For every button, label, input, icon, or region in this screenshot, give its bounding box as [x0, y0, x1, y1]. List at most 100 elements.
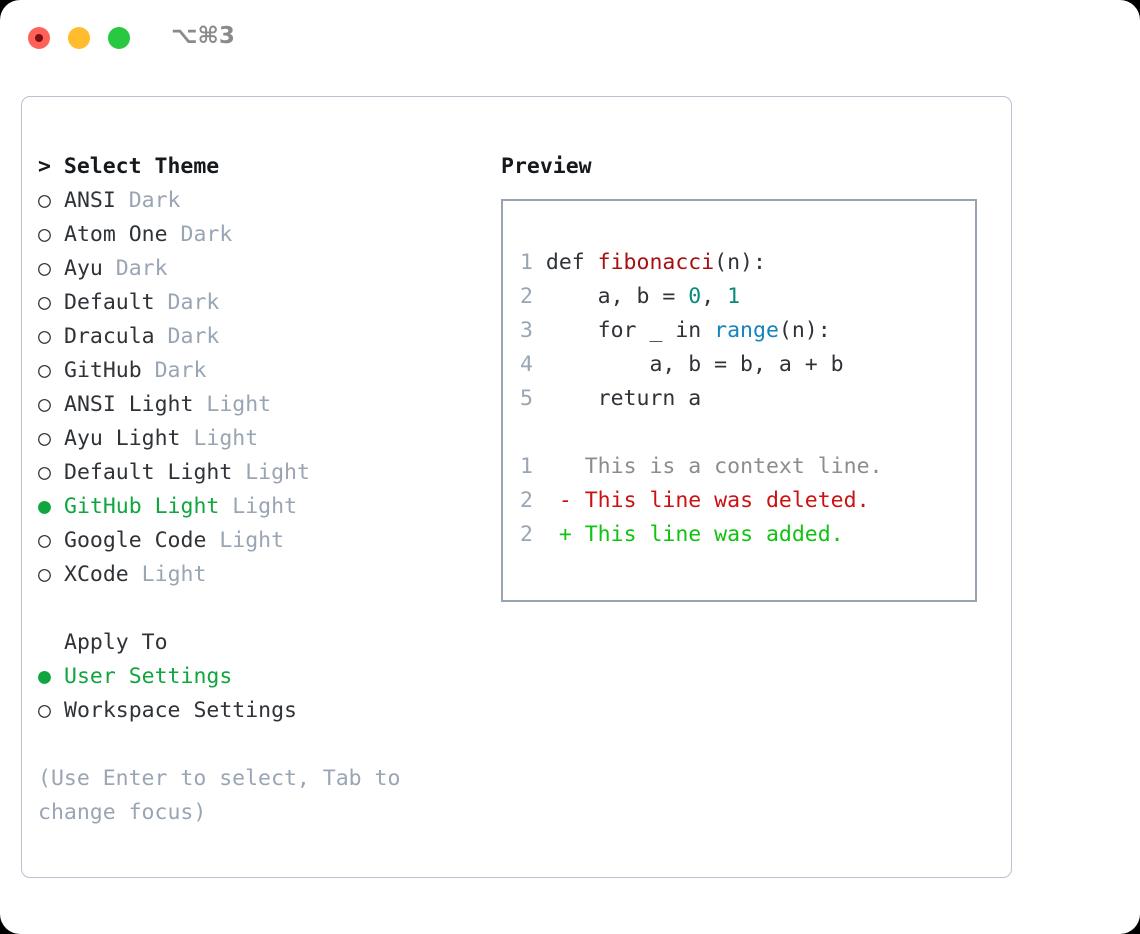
theme-category: Dark — [102, 256, 168, 281]
radio-unselected-icon[interactable]: ○ — [38, 460, 51, 485]
code-token: 1 — [727, 284, 741, 309]
theme-list-item[interactable]: ○ANSI Dark — [38, 184, 478, 218]
spacer-2 — [38, 728, 478, 762]
theme-list-item[interactable]: ○ Google Code Light — [38, 524, 478, 558]
maximize-window-button[interactable] — [108, 27, 130, 49]
diff-marker — [559, 454, 572, 479]
diff-line: 2 - This line was deleted. — [520, 484, 882, 518]
line-number: 2 — [520, 488, 559, 513]
code-line: 2 a, b = 0, 1 — [520, 280, 882, 314]
theme-list-item[interactable]: ○ Default Dark — [38, 286, 478, 320]
radio-unselected-icon[interactable]: ○ — [38, 358, 51, 383]
code-line: 5 return a — [520, 382, 882, 416]
theme-category: Dark — [154, 324, 220, 349]
code-token: for _ in — [545, 318, 715, 343]
code-token: return a — [545, 386, 702, 411]
code-token: (n): — [714, 250, 766, 275]
minimize-window-button[interactable] — [68, 27, 90, 49]
radio-unselected-icon[interactable]: ○ — [38, 188, 51, 213]
theme-name: Google Code — [64, 528, 207, 553]
spacer — [38, 592, 478, 626]
diff-line: 2 + This line was added. — [520, 518, 882, 552]
code-line: 1 def fibonacci(n): — [520, 246, 882, 280]
apply-to-option-label: Workspace Settings — [64, 698, 297, 723]
line-number: 3 — [520, 318, 546, 343]
theme-category: Dark — [154, 290, 220, 315]
code-token: , — [701, 284, 728, 309]
code-token: (n): — [778, 318, 831, 343]
theme-category: Light — [193, 392, 272, 417]
radio-unselected-icon[interactable]: ○ — [38, 392, 51, 417]
code-token: fibonacci — [597, 250, 715, 275]
theme-list-item[interactable]: ○ Default Light Light — [38, 456, 478, 490]
diff-text: This line was deleted. — [571, 488, 870, 513]
theme-selector-column: > Select Theme ○ANSI Dark○Atom One Dark○… — [38, 150, 478, 830]
theme-name: GitHub — [64, 358, 142, 383]
theme-list-item[interactable]: ○ Dracula Dark — [38, 320, 478, 354]
theme-category: Dark — [167, 222, 233, 247]
code-line: 4 a, b = b, a + b — [520, 348, 882, 382]
radio-unselected-icon[interactable]: ○ — [38, 528, 51, 553]
close-window-button[interactable] — [28, 27, 50, 49]
theme-list: ○ ANSI Dark ○ Atom One Dark ○ Ayu Dark ○ Defaul… — [38, 184, 478, 592]
radio-unselected-icon[interactable]: ○ — [38, 698, 51, 723]
apply-to-list: ● User Settings ○ Workspace Settings — [38, 660, 478, 728]
radio-unselected-icon[interactable]: ○ — [38, 562, 51, 587]
line-number: 5 — [520, 386, 546, 411]
code-token: a, b = — [545, 284, 689, 309]
select-theme-header: > Select Theme — [38, 154, 220, 179]
theme-category: Light — [180, 426, 259, 451]
theme-name: Dracula — [64, 324, 155, 349]
code-blank-line — [520, 416, 882, 450]
theme-name: ANSI Light — [64, 392, 194, 417]
theme-category: Light — [232, 460, 310, 485]
theme-name: Ayu — [64, 256, 103, 281]
radio-unselected-icon[interactable]: ○ — [38, 324, 51, 349]
line-number: 1 — [520, 250, 546, 275]
apply-to-option-label: User Settings — [64, 664, 233, 689]
theme-category: Light — [219, 494, 298, 519]
theme-list-item[interactable]: ○ ANSI Light Light — [38, 388, 478, 422]
theme-list-item[interactable]: ○ Ayu Light Light — [38, 422, 478, 456]
code-token: a, b = b, a + b — [545, 352, 844, 377]
theme-category: Light — [128, 562, 207, 587]
theme-list-item[interactable]: ● GitHub Light Light — [38, 490, 478, 524]
radio-unselected-icon[interactable]: ○ — [38, 290, 51, 315]
diff-line: 1 This is a context line. — [520, 450, 882, 484]
theme-name: Atom One — [64, 222, 168, 247]
preview-column: Preview 1 def fibonacci(n):2 a, b = 0, 1… — [501, 150, 991, 602]
radio-unselected-icon[interactable]: ○ — [38, 222, 51, 247]
diff-text: This is a context line. — [571, 454, 883, 479]
theme-category: Light — [206, 528, 285, 553]
radio-unselected-icon[interactable]: ○ — [38, 426, 51, 451]
theme-name: Ayu Light — [64, 426, 181, 451]
theme-name: XCode — [64, 562, 129, 587]
line-number: 2 — [520, 522, 559, 547]
apply-to-marker — [38, 626, 64, 660]
radio-selected-icon[interactable]: ● — [38, 494, 51, 519]
radio-unselected-icon[interactable]: ○ — [38, 256, 51, 281]
line-number: 2 — [520, 284, 546, 309]
title-bar: ⌥⌘3 — [0, 0, 1140, 76]
theme-list-item[interactable]: ○ Ayu Dark — [38, 252, 478, 286]
theme-name: Default Light — [64, 460, 233, 485]
preview-title: Preview — [501, 154, 592, 179]
apply-to-item[interactable]: ● User Settings — [38, 660, 478, 694]
theme-name: Default — [64, 290, 155, 315]
theme-name: ANSI — [64, 188, 116, 213]
code-token: range — [714, 318, 779, 343]
theme-list-item[interactable]: ○ XCode Light — [38, 558, 478, 592]
radio-selected-icon[interactable]: ● — [38, 664, 51, 689]
code-line: 3 for _ in range(n): — [520, 314, 882, 348]
theme-name: GitHub Light — [64, 494, 220, 519]
line-number: 1 — [520, 454, 559, 479]
theme-list-item[interactable]: ○ Atom One Dark — [38, 218, 478, 252]
theme-list-item[interactable]: ○GitHub Dark — [38, 354, 478, 388]
code-token: 0 — [688, 284, 702, 309]
code-token: def — [545, 250, 598, 275]
apply-to-item[interactable]: ○ Workspace Settings — [38, 694, 478, 728]
diff-marker: - — [558, 488, 572, 513]
main-panel: > Select Theme ○ANSI Dark○Atom One Dark○… — [21, 96, 1012, 878]
